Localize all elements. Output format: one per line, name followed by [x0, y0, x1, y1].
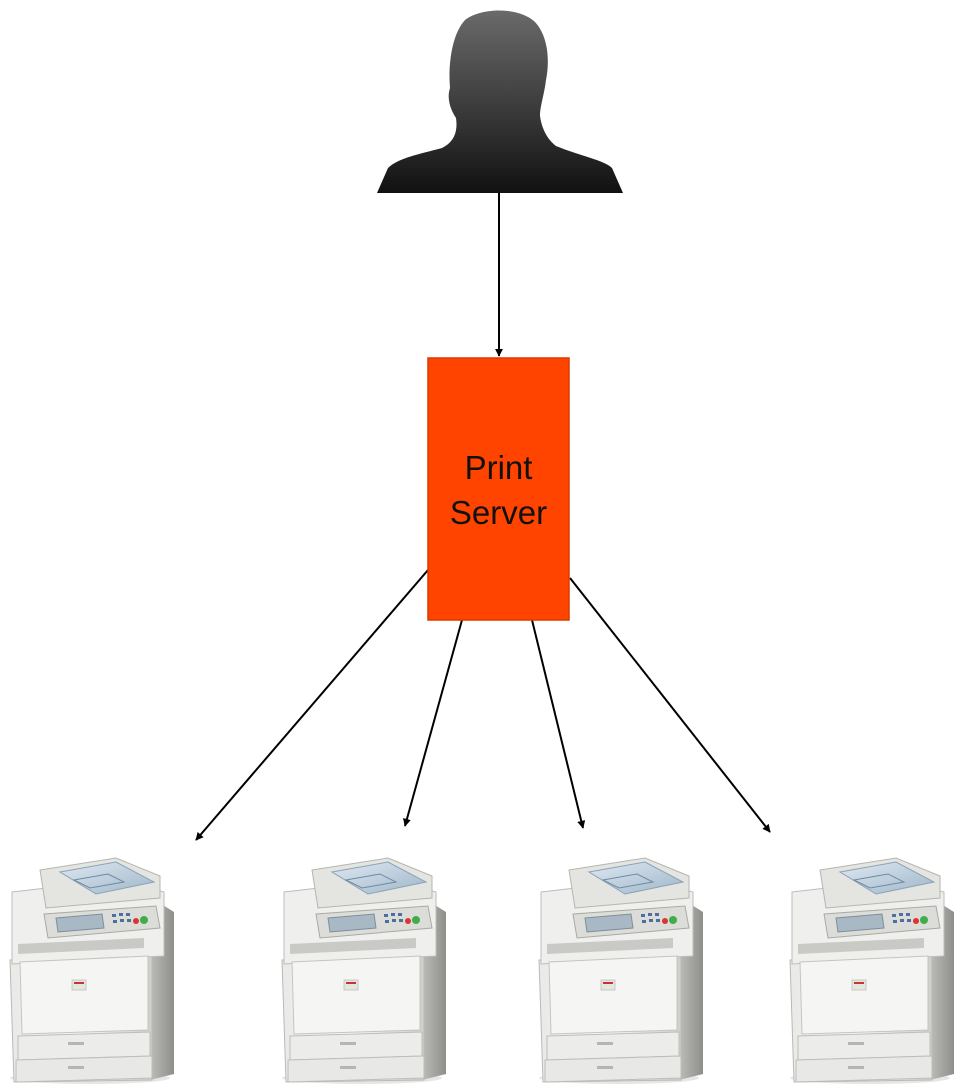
print-server-label-line1: Print — [465, 449, 533, 486]
print-server-node: Print Server — [427, 357, 570, 621]
print-server-label-line2: Server — [450, 494, 547, 531]
printers-row — [9, 857, 955, 1085]
printer-3-icon — [538, 857, 704, 1085]
printer-4-icon — [789, 857, 955, 1085]
user-silhouette-icon — [377, 10, 623, 193]
arrow-server-to-printer-1 — [195, 569, 429, 841]
arrow-server-to-printer-4 — [569, 577, 771, 833]
printer-2-icon — [281, 857, 447, 1085]
connection-arrows — [195, 193, 771, 841]
arrow-server-to-printer-2 — [403, 619, 463, 827]
arrow-server-to-printer-3 — [531, 619, 586, 829]
print-server-box — [427, 357, 570, 621]
printer-1-icon — [9, 857, 175, 1085]
